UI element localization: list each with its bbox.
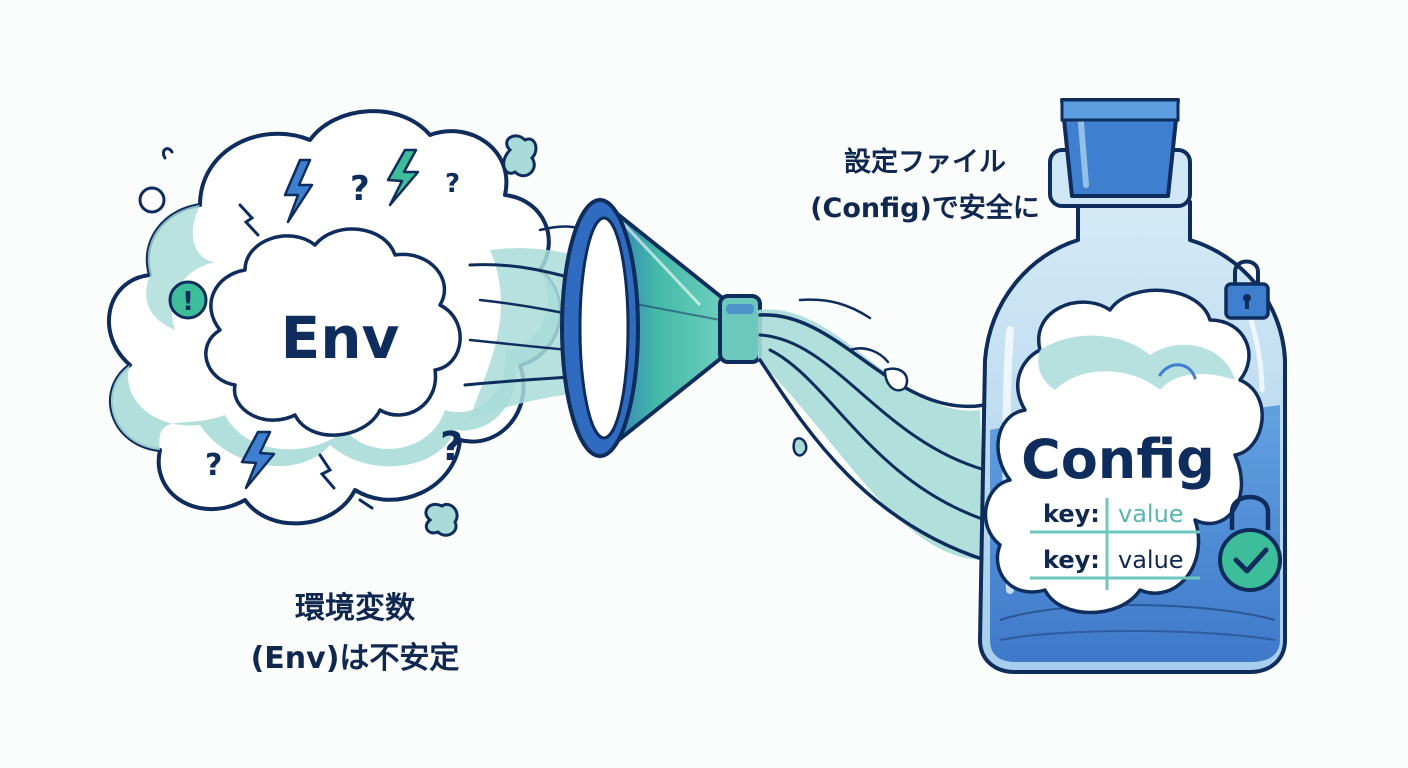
question-icon: ? xyxy=(205,448,222,483)
question-icon: ? xyxy=(350,169,370,209)
kv-value: value xyxy=(1118,546,1184,574)
water-stream xyxy=(758,300,985,560)
question-icon: ? xyxy=(445,169,460,199)
kv-key: key: xyxy=(1043,546,1100,574)
env-caption-line: (Env)は不安定 xyxy=(190,634,520,684)
kv-key: key: xyxy=(1043,500,1100,528)
env-cloud: Env ? ? ? ? ! xyxy=(109,111,560,535)
config-caption: 設定ファイル (Config)で安全に xyxy=(760,140,1090,232)
alert-icon: ! xyxy=(170,282,206,318)
env-cloud-label: Env xyxy=(281,304,400,372)
env-caption: 環境変数 (Env)は不安定 xyxy=(190,584,520,684)
question-icon: ? xyxy=(440,424,463,470)
config-cloud-label: Config xyxy=(1021,428,1215,491)
funnel-icon xyxy=(562,200,760,456)
alert-mark: ! xyxy=(182,287,194,317)
config-caption-line: (Config)で安全に xyxy=(760,186,1090,232)
config-caption-line: 設定ファイル xyxy=(760,140,1090,186)
env-caption-line: 環境変数 xyxy=(190,584,520,634)
kv-value: value xyxy=(1118,500,1184,528)
